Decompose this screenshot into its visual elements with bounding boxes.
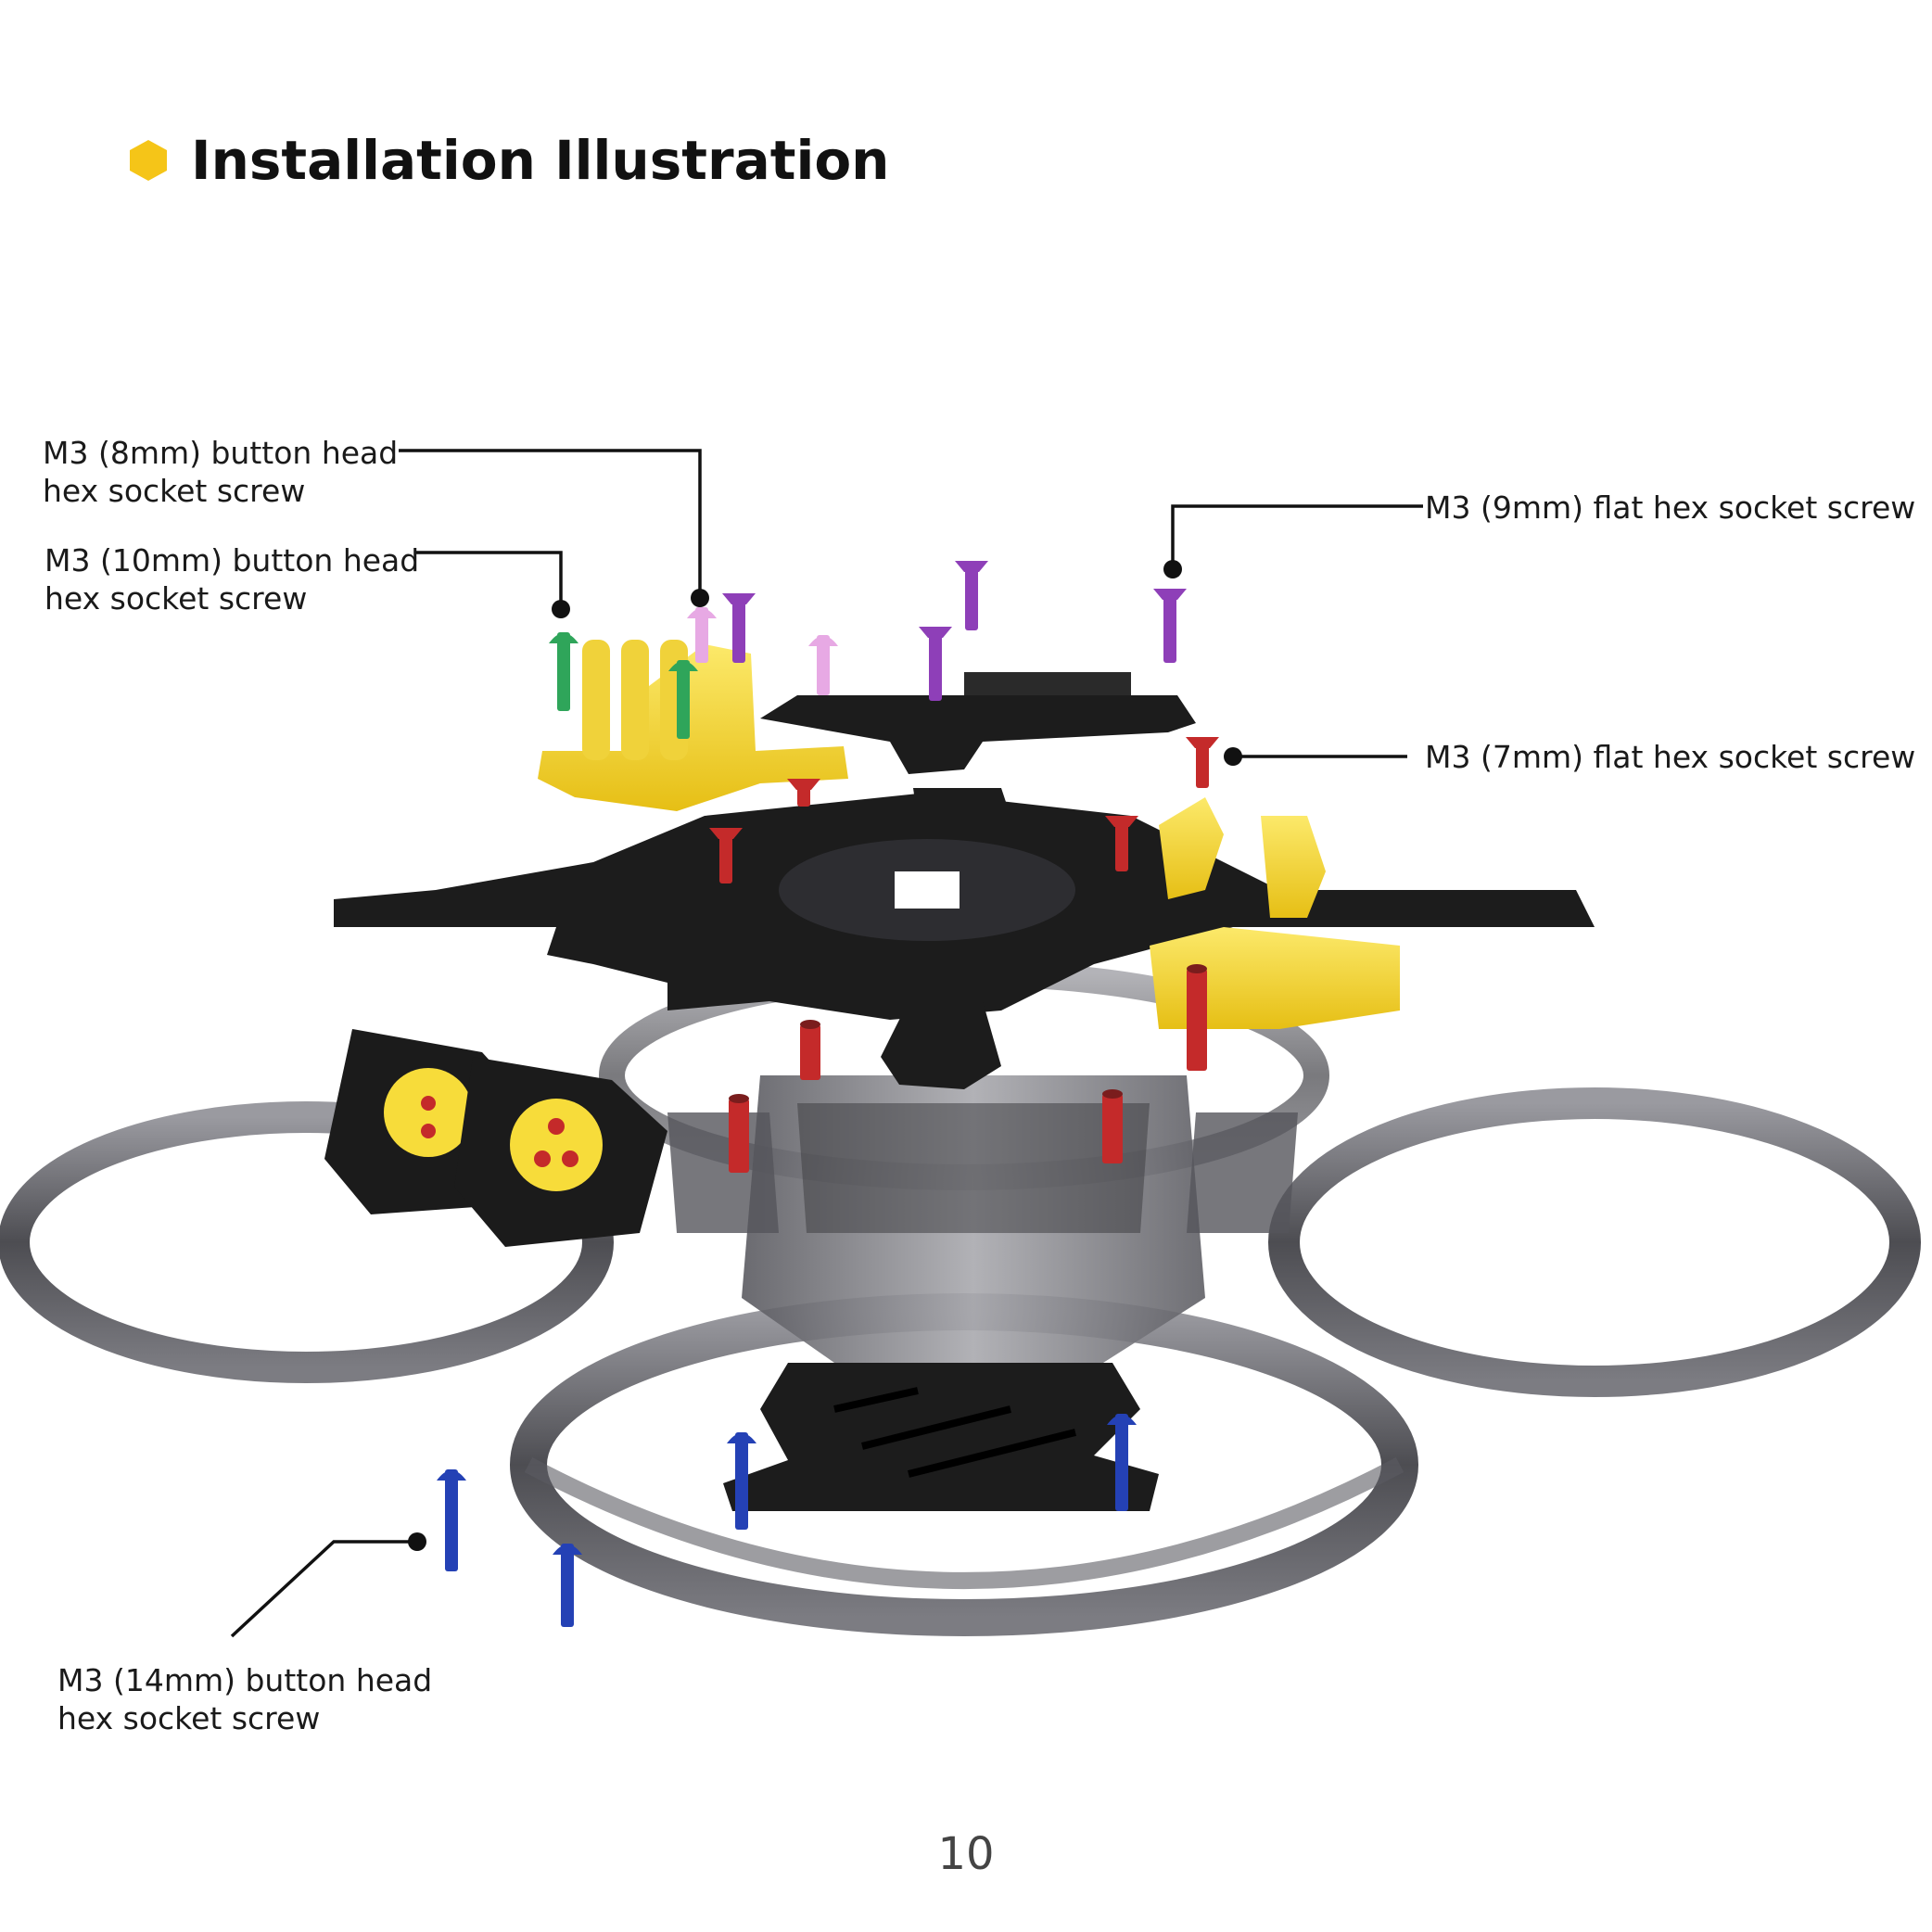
main-carbon-frame <box>334 788 1595 1089</box>
callout-m3-10mm-line2: hex socket screw <box>44 580 308 616</box>
screw-m3-14mm-17 <box>553 1544 582 1627</box>
callout-m3-10mm: M3 (10mm) button head hex socket screw <box>44 541 419 617</box>
leader-m3-10mm <box>415 551 563 609</box>
screw-m3-9mm-6 <box>919 627 952 701</box>
screw-m3-7mm-10 <box>1105 816 1138 871</box>
screw-m3-7mm-12 <box>800 1020 820 1080</box>
screw-m3-7mm-15 <box>1187 964 1207 1071</box>
screw-m3-14mm-19 <box>1107 1414 1137 1511</box>
duct-right <box>1268 1087 1921 1397</box>
screw-m3-8mm-3 <box>808 635 838 695</box>
callout-m3-7mm-line1: M3 (7mm) flat hex socket screw <box>1425 739 1916 775</box>
page-title: Installation Illustration <box>191 129 890 192</box>
callout-m3-14mm-line1: M3 (14mm) button head <box>57 1662 433 1698</box>
screws-and-standoffs <box>437 561 1219 1627</box>
leader-m3-14mm <box>230 1540 417 1638</box>
screw-m3-14mm-18 <box>727 1432 756 1530</box>
hexagon-bullet-icon <box>130 140 167 181</box>
screw-m3-9mm-7 <box>1153 589 1187 663</box>
screw-m3-8mm-2 <box>687 607 717 663</box>
leader-m3-14mm-dot <box>408 1532 426 1551</box>
callout-m3-14mm-line2: hex socket screw <box>57 1700 321 1736</box>
callout-m3-8mm-line2: hex socket screw <box>43 473 306 509</box>
callout-m3-9mm-line1: M3 (9mm) flat hex socket screw <box>1425 489 1916 526</box>
callout-m3-8mm-line1: M3 (8mm) button head <box>43 435 399 471</box>
page-number: 10 <box>937 1828 995 1880</box>
callout-m3-9mm: M3 (9mm) flat hex socket screw <box>1425 489 1915 527</box>
callout-m3-8mm: M3 (8mm) button head hex socket screw <box>43 434 398 510</box>
central-body <box>667 1075 1298 1363</box>
screw-m3-9mm-4 <box>722 593 756 663</box>
screw-m3-7mm-11 <box>787 779 820 807</box>
rear-mounts <box>1150 797 1400 1029</box>
bottom-plate <box>723 1363 1159 1511</box>
screw-m3-10mm-1 <box>668 660 698 739</box>
top-plate <box>760 672 1196 774</box>
screw-m3-7mm-14 <box>1102 1089 1123 1163</box>
callout-m3-14mm: M3 (14mm) button head hex socket screw <box>57 1661 432 1737</box>
screw-m3-7mm-13 <box>729 1094 749 1173</box>
callout-m3-7mm: M3 (7mm) flat hex socket screw <box>1425 738 1915 776</box>
leader-m3-8mm-dot <box>691 589 709 607</box>
camera-side-plates <box>324 1029 667 1247</box>
duct-front-wall <box>524 1457 1405 1589</box>
leader-m3-9mm <box>1171 504 1423 569</box>
leader-m3-9mm-dot <box>1163 560 1182 578</box>
leader-m3-7mm-dot <box>1224 747 1242 766</box>
duct-left <box>0 1101 614 1383</box>
leader-m3-10mm-dot <box>552 600 570 618</box>
screw-m3-14mm-16 <box>437 1469 466 1571</box>
section-header: Installation Illustration <box>128 128 889 193</box>
callout-m3-10mm-line1: M3 (10mm) button head <box>44 542 420 578</box>
screw-m3-7mm-9 <box>709 828 743 883</box>
screw-m3-9mm-5 <box>955 561 988 630</box>
leader-m3-8mm <box>399 449 702 598</box>
screw-m3-7mm-8 <box>1186 737 1219 788</box>
screw-m3-10mm-0 <box>549 632 578 711</box>
callout-leaders <box>230 449 1423 1638</box>
